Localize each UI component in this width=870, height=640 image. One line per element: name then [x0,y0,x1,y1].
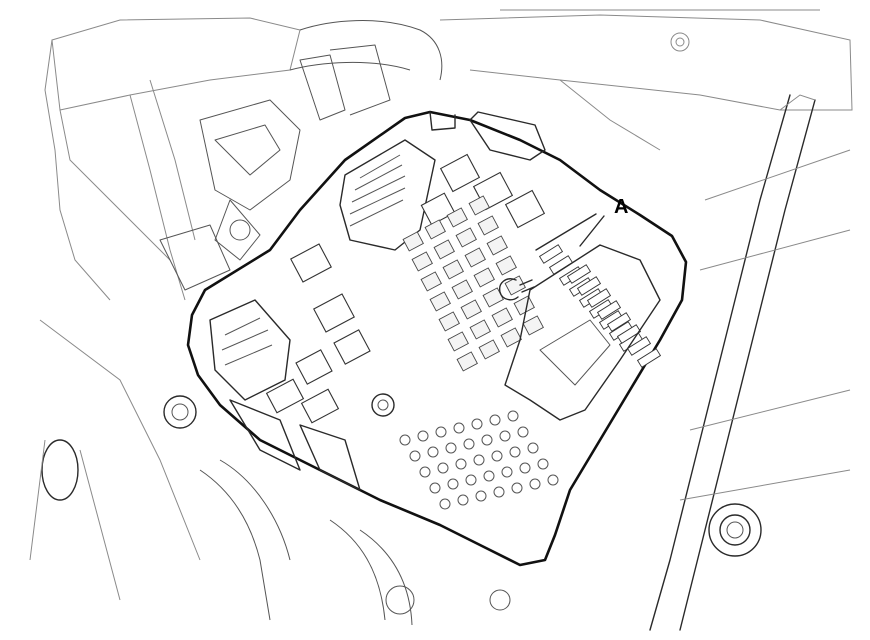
connector-pin [499,430,511,442]
connector-pin [547,474,559,486]
connector-pin [457,494,469,506]
mini-fuse [491,307,513,328]
connector-pin [473,454,485,466]
connector-pin [465,474,477,486]
connector-pin [517,426,529,438]
mini-fuse [486,235,508,256]
mini-fuse [500,327,522,348]
connector-pin [511,482,523,494]
fuse-relay-box [186,110,688,567]
connector-pin [399,434,411,446]
mini-fuse [402,231,424,252]
fuse-cover-panel [504,244,661,421]
mini-fuse [468,195,490,216]
connector-pin [509,446,521,458]
connector-pin [501,466,513,478]
connector-pin [489,414,501,426]
mini-fuse [473,267,495,288]
blade-fuse [626,336,652,356]
connector-pin [483,470,495,482]
mini-fuse [451,279,473,300]
connector-pin [437,462,449,474]
mini-fuse [442,259,464,280]
mini-fuse [446,207,468,228]
connector-pin [429,482,441,494]
connector-pin [537,458,549,470]
blade-fuse [606,312,632,332]
connector-pin [527,442,539,454]
blade-fuse [586,288,612,308]
mini-fuse [513,295,535,316]
engine-bay-background [29,9,853,631]
mini-fuse [447,331,469,352]
callout-a-label: A [614,196,628,218]
connector-pin [435,426,447,438]
connector-pin [493,486,505,498]
blade-fuse [566,264,592,284]
connector-pin [453,422,465,434]
mini-fuse [438,311,460,332]
relay-array [265,153,546,424]
connector-pin [439,498,451,510]
bottom-connector-pins [399,410,559,510]
connector-pin [463,438,475,450]
mini-fuse [460,299,482,320]
blade-fuse-strip [538,244,662,368]
mini-fuse-grid [402,195,544,372]
mini-fuse [504,275,526,296]
mini-fuse [433,239,455,260]
connector-pin [507,410,519,422]
mini-fuse [456,351,478,372]
mini-fuse [478,339,500,360]
blade-fuse [538,244,564,264]
connector-pin [419,466,431,478]
connector-pin [417,430,429,442]
connector-pin [481,434,493,446]
connector-pin [445,442,457,454]
blade-fuse [636,348,662,368]
blade-fuse [596,300,622,320]
connector-pin [475,490,487,502]
mini-fuse [495,255,517,276]
lower-left-connector [209,299,291,401]
mini-fuse [469,319,491,340]
connector-pin [447,478,459,490]
mini-fuse [477,215,499,236]
connector-pin [519,462,531,474]
connector-pin [455,458,467,470]
blade-fuse [576,276,602,296]
connector-pin [427,446,439,458]
callout-a: A [535,196,628,251]
connector-pin [529,478,541,490]
blade-fuse [616,324,642,344]
c-mark [499,278,519,301]
mini-fuse [429,291,451,312]
mini-fuse [411,251,433,272]
center-bolt [371,393,395,417]
mini-fuse [424,219,446,240]
connector-pin [409,450,421,462]
mini-fuse [464,247,486,268]
mini-fuse [455,227,477,248]
fuse-box-housing [186,110,688,567]
connector-pin [471,418,483,430]
mini-fuse [522,315,544,336]
connector-pin [491,450,503,462]
mini-fuse [420,271,442,292]
